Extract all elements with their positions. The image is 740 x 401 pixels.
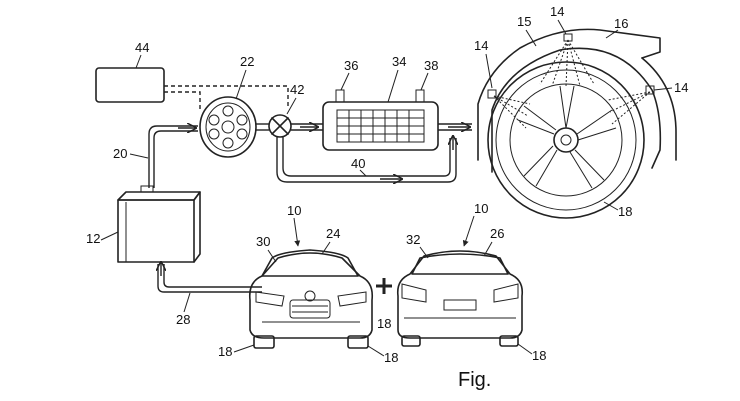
leader-vehicle-front	[293, 217, 301, 247]
label-rear-roof: 26	[490, 226, 504, 241]
tank	[117, 185, 201, 263]
valve	[268, 114, 292, 138]
leader-pump	[235, 69, 247, 100]
label-front-wheel-left: 18	[218, 344, 232, 359]
label-front-wheel-right-upper: 18	[377, 316, 391, 331]
label-hx-outlet: 38	[424, 58, 438, 73]
leader-hx-inlet	[340, 72, 350, 91]
control-line-pump	[164, 91, 201, 112]
leader-hx-outlet	[420, 72, 429, 91]
leader-rear-wheel	[517, 343, 533, 355]
plus-sign	[376, 278, 392, 294]
leader-valve	[286, 97, 297, 115]
label-nozzle-left: 14	[474, 38, 488, 53]
leader-rear-window	[419, 246, 429, 259]
wheel-assembly	[477, 28, 677, 219]
label-rear-window: 32	[406, 232, 420, 247]
leader-windshield	[267, 249, 277, 263]
leader-controller	[135, 54, 142, 69]
leader-vehicle-rear	[462, 215, 475, 247]
label-wheel-arch: 15	[517, 14, 531, 29]
label-return-line: 28	[176, 312, 190, 327]
label-nozzle-right: 14	[674, 80, 688, 95]
label-front-roof: 24	[326, 226, 340, 241]
label-controller: 44	[135, 40, 149, 55]
vehicle-rear-view	[396, 250, 524, 347]
leader-nozzle-top	[557, 19, 567, 35]
leader-supply	[129, 153, 149, 159]
supply-line-upper	[148, 125, 198, 188]
vehicle-front-view	[248, 249, 374, 349]
leader-bypass	[359, 169, 367, 177]
return-line-outer	[157, 264, 262, 293]
label-fender: 16	[614, 16, 628, 31]
leader-front-wheel-right	[367, 345, 385, 357]
pump	[199, 96, 257, 158]
label-rear-wheel: 18	[532, 348, 546, 363]
bypass-line-outer	[276, 137, 457, 183]
figure-caption: Fig.	[458, 369, 491, 391]
label-vehicle-front: 10	[287, 203, 301, 218]
return-line-inner	[163, 264, 262, 288]
controller-box	[95, 67, 165, 103]
leader-wheel	[603, 201, 619, 211]
leader-tank	[100, 231, 119, 241]
leader-nozzle-left	[485, 53, 493, 89]
supply-line-lower	[153, 130, 198, 188]
leader-rear-roof	[483, 241, 493, 257]
bypass-line-inner	[282, 137, 451, 177]
label-front-windshield: 30	[256, 234, 270, 249]
label-wheel: 18	[618, 204, 632, 219]
label-bypass-line: 40	[351, 156, 365, 171]
label-valve: 42	[290, 82, 304, 97]
leader-fender	[605, 29, 619, 39]
label-heat-exchanger: 34	[392, 54, 406, 69]
label-nozzle-top: 14	[550, 4, 564, 19]
leader-front-wheel-left	[233, 344, 255, 353]
leader-wheel-arch	[525, 29, 537, 47]
label-supply-line: 20	[113, 146, 127, 161]
label-hx-inlet: 36	[344, 58, 358, 73]
leader-heat-exchanger	[387, 69, 399, 103]
leader-nozzle-right	[653, 87, 673, 91]
heat-exchanger	[322, 89, 439, 151]
label-front-wheel-right-lower: 18	[384, 350, 398, 365]
leader-return	[183, 292, 191, 313]
label-pump: 22	[240, 54, 254, 69]
label-tank: 12	[86, 231, 100, 246]
label-vehicle-rear: 10	[474, 201, 488, 216]
leader-front-roof	[321, 241, 331, 255]
